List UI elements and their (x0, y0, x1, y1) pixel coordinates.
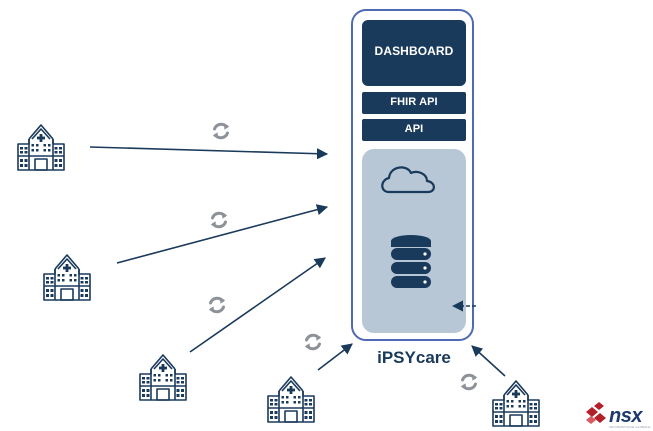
hospital-icon (267, 376, 315, 423)
dashboard-block[interactable] (362, 20, 466, 86)
cloud-icon (381, 166, 435, 194)
brand-tagline: INFORMATIQUE GLOBALE (609, 425, 651, 429)
fhir-api-block[interactable] (362, 92, 466, 114)
platform-name: iPSYcare (377, 348, 451, 367)
connection-arrow-5 (471, 345, 506, 377)
connection-arrow-4 (317, 343, 353, 371)
sync-icon (459, 372, 479, 392)
hospital-icon (139, 354, 187, 401)
sync-icon (303, 332, 323, 352)
nsx-logo-icon (586, 402, 606, 424)
connection-arrow-1 (89, 146, 329, 160)
hospital-icon (17, 124, 65, 171)
sync-icon (207, 295, 227, 315)
connection-arrow-3 (189, 257, 326, 353)
database-icon (391, 235, 431, 288)
sync-icon (211, 121, 231, 141)
hospital-icon (43, 254, 91, 301)
sync-icon (209, 210, 229, 230)
brand-wordmark: nsx (609, 405, 642, 427)
api-block[interactable] (362, 119, 466, 141)
dashboard-label: DASHBOARD (374, 44, 454, 58)
connection-arrow-2 (116, 204, 329, 264)
fhir-api-label: FHIR API (390, 96, 438, 108)
hospital-icon (492, 380, 540, 427)
api-label: API (404, 123, 424, 135)
